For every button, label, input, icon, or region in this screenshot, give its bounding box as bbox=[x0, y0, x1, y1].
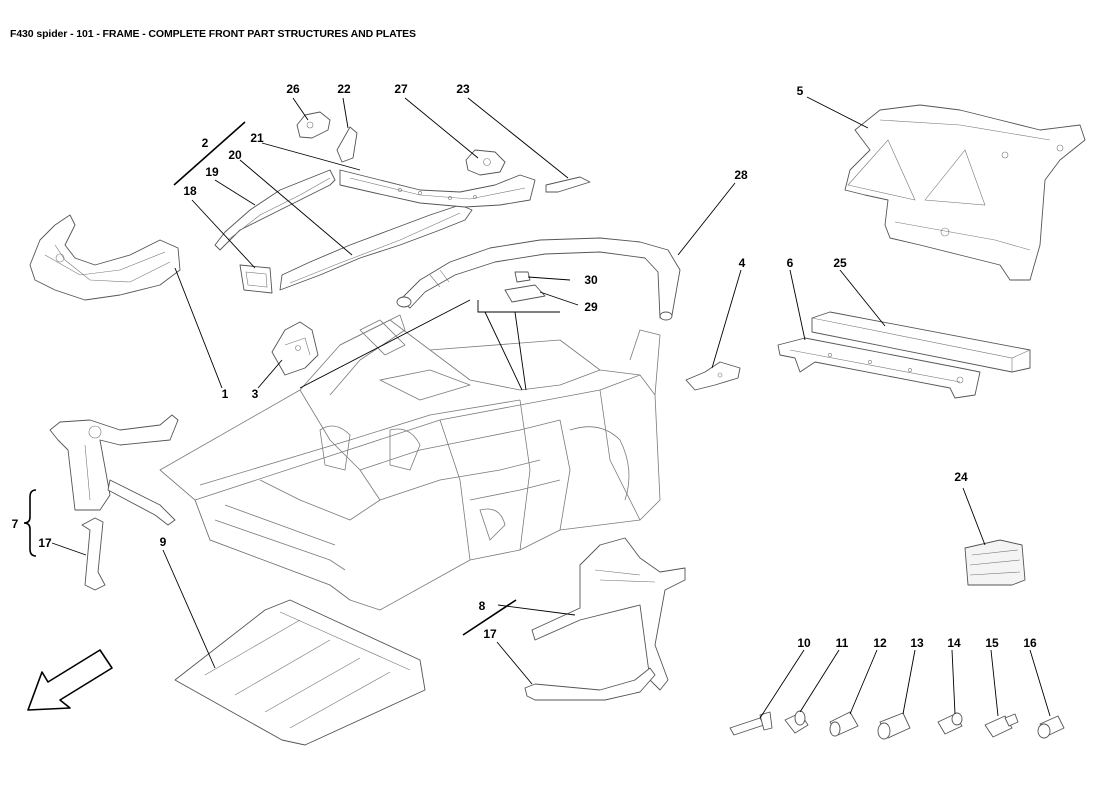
part-14-threaded-insert bbox=[937, 712, 963, 735]
callout-17-left: 17 bbox=[38, 536, 52, 550]
front-chassis-frame bbox=[159, 314, 661, 611]
part-9-floor-panel bbox=[174, 599, 426, 746]
part-17-left-stay bbox=[81, 517, 106, 591]
part-20-lower-rail bbox=[279, 204, 473, 291]
page-title: F430 spider - 101 - FRAME - COMPLETE FRO… bbox=[10, 28, 416, 40]
part-27-bracket bbox=[465, 149, 506, 176]
part-30-nut bbox=[514, 271, 531, 283]
part-10-rivet bbox=[729, 711, 773, 736]
part-19-upper-rail bbox=[214, 169, 336, 251]
callout-4: 4 bbox=[739, 256, 746, 270]
part-6-flanged-beam bbox=[777, 337, 981, 399]
callout-11: 11 bbox=[836, 636, 849, 650]
group-bracket-2 bbox=[173, 121, 246, 186]
callout-6: 6 bbox=[787, 256, 794, 270]
callout-26: 26 bbox=[286, 82, 300, 96]
part-1-front-upper-crossmember bbox=[29, 214, 181, 301]
callout-27: 27 bbox=[394, 82, 408, 96]
callout-7: 7 bbox=[12, 517, 19, 531]
callout-15: 15 bbox=[985, 636, 999, 650]
callout-12: 12 bbox=[873, 636, 887, 650]
callout-13: 13 bbox=[910, 636, 924, 650]
part-21-upper-crossbeam bbox=[339, 169, 536, 208]
part-13-bushing bbox=[877, 712, 911, 740]
callout-8: 8 bbox=[479, 599, 486, 613]
callout-20: 20 bbox=[228, 148, 242, 162]
part-26-bracket bbox=[296, 111, 331, 139]
callout-30: 30 bbox=[584, 273, 598, 287]
part-22-bracket bbox=[336, 126, 358, 163]
callout-labels: 1 2 3 4 5 6 7 8 9 10 11 12 13 14 15 16 1… bbox=[12, 82, 1037, 650]
callout-17-right: 17 bbox=[483, 627, 497, 641]
leader-lines bbox=[51, 96, 1051, 719]
group-bracket-8 bbox=[462, 599, 517, 636]
part-25-rectangular-beam bbox=[811, 311, 1031, 373]
callout-19: 19 bbox=[205, 165, 219, 179]
callout-14: 14 bbox=[947, 636, 961, 650]
callout-1: 1 bbox=[222, 387, 229, 401]
part-4-bracket bbox=[685, 361, 741, 391]
callout-28: 28 bbox=[734, 168, 748, 182]
callout-24: 24 bbox=[954, 470, 968, 484]
callout-25: 25 bbox=[833, 256, 847, 270]
part-5-firewall-panel bbox=[844, 104, 1086, 281]
part-18-bracket bbox=[239, 264, 273, 294]
callout-23: 23 bbox=[456, 82, 470, 96]
part-16-bolt bbox=[1037, 715, 1065, 739]
callout-16: 16 bbox=[1023, 636, 1037, 650]
part-24-insulation-pad bbox=[964, 539, 1026, 586]
part-3-bracket bbox=[271, 321, 319, 376]
callout-10: 10 bbox=[797, 636, 811, 650]
part-15-stud bbox=[984, 713, 1019, 738]
callout-5: 5 bbox=[797, 84, 804, 98]
group-bracket-7 bbox=[23, 489, 37, 557]
part-23-plate bbox=[545, 176, 591, 193]
front-direction-arrow-icon bbox=[27, 649, 113, 711]
part-17-right-stay bbox=[524, 667, 656, 701]
callout-18: 18 bbox=[183, 184, 197, 198]
callout-21: 21 bbox=[250, 131, 264, 145]
callout-3: 3 bbox=[252, 387, 259, 401]
part-29-bracket-line bbox=[477, 300, 560, 313]
callout-9: 9 bbox=[160, 535, 167, 549]
part-29-plate bbox=[504, 284, 546, 303]
part-28-curved-tube bbox=[396, 237, 681, 321]
callout-2: 2 bbox=[202, 136, 209, 150]
part-12-bushing bbox=[829, 711, 859, 737]
callout-22: 22 bbox=[337, 82, 351, 96]
part-8-support-frame bbox=[531, 537, 686, 691]
part-11-rivet-nut bbox=[784, 710, 809, 734]
callout-29: 29 bbox=[584, 300, 598, 314]
part-7-support-frame bbox=[49, 414, 179, 526]
